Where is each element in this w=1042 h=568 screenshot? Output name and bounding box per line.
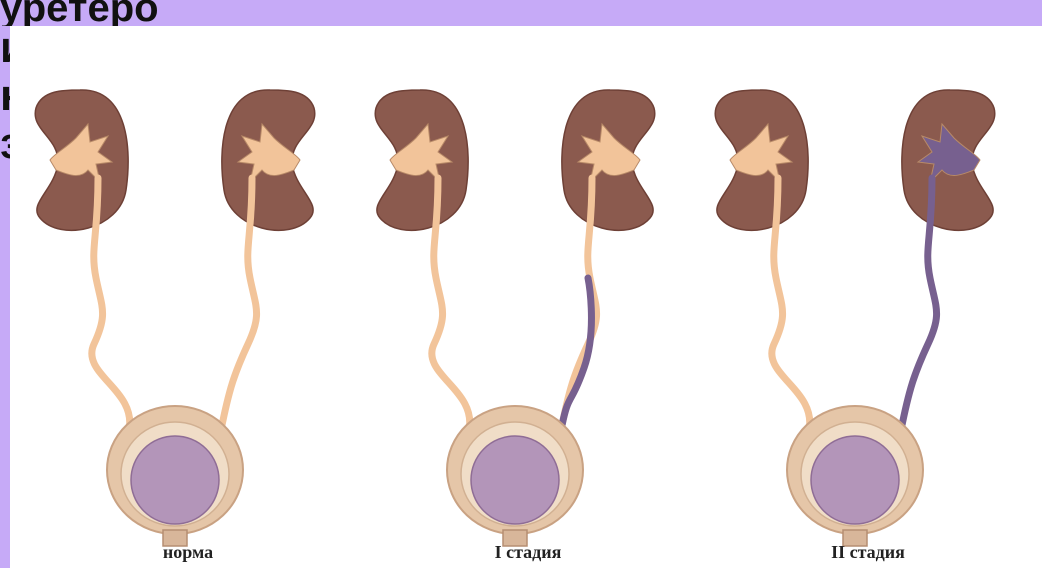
bladder-lumen xyxy=(471,436,559,524)
panel-1 xyxy=(35,90,315,546)
slide-title: уретеро xyxy=(0,0,1042,26)
panel-2 xyxy=(375,90,655,546)
bladder-lumen xyxy=(811,436,899,524)
reflux-diagram: норма I стадия II стадия xyxy=(10,26,1042,568)
diagram-canvas xyxy=(10,26,1042,568)
right-ureter-reflux xyxy=(561,278,591,430)
bladder-lumen xyxy=(131,436,219,524)
panel-3 xyxy=(715,90,995,546)
panel-label-stage-1: I стадия xyxy=(468,542,588,563)
panel-label-stage-2: II стадия xyxy=(808,542,928,563)
panel-label-normal: норма xyxy=(128,542,248,563)
